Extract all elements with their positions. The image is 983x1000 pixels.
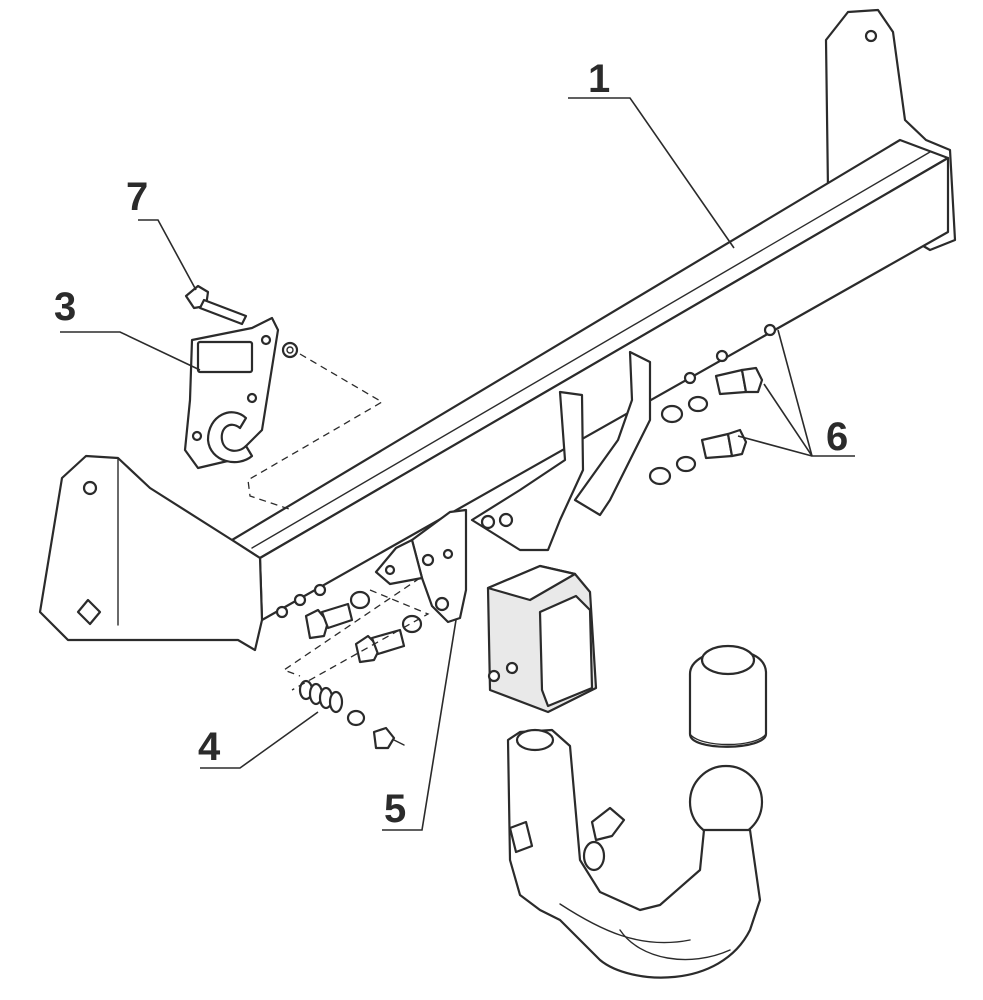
callout-5-label: 5 xyxy=(384,787,406,831)
coupling-block xyxy=(486,564,598,714)
callout-1-label: 1 xyxy=(588,57,610,101)
bolt-set-6 xyxy=(648,366,764,486)
tow-hook xyxy=(506,728,764,979)
crossbar xyxy=(38,8,957,652)
callout-3-label: 3 xyxy=(54,285,76,329)
bracket-plate xyxy=(374,508,468,624)
callout-4-label: 4 xyxy=(198,725,221,769)
socket-plate xyxy=(183,316,299,470)
callout-6-label: 6 xyxy=(826,415,848,459)
bolt-set-left xyxy=(304,590,423,664)
callout-7-label: 7 xyxy=(126,175,148,219)
leader-lines xyxy=(60,97,855,831)
ball-cover-cap xyxy=(688,644,768,748)
spring-set xyxy=(298,679,405,750)
socket-screw xyxy=(184,284,248,326)
assembly-dash-lines xyxy=(247,353,430,691)
